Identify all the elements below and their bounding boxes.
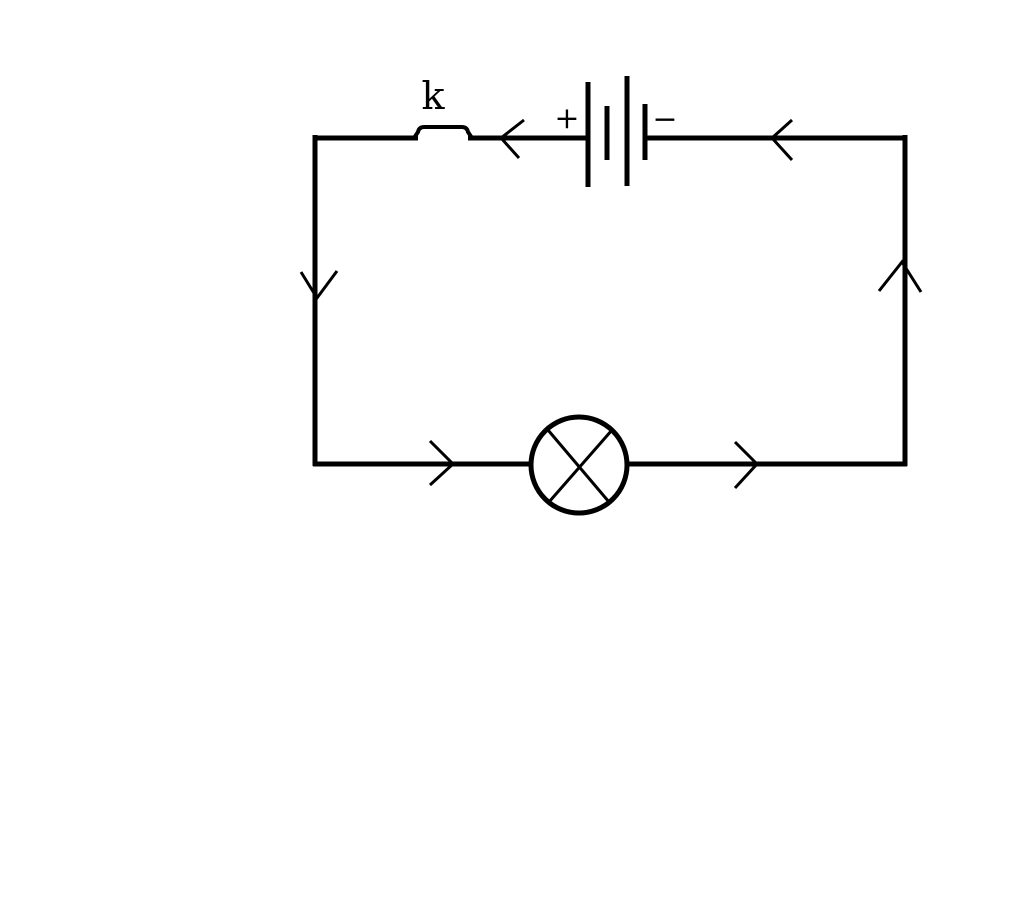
switch-k: k (412, 74, 474, 140)
battery: + − (554, 76, 678, 187)
arrow-left-icon (498, 118, 525, 160)
lamp-cross-line-2 (547, 429, 614, 503)
arrow-up-icon (877, 259, 923, 293)
current-arrows (299, 118, 923, 490)
arrow-left-icon (769, 118, 794, 162)
arrow-right-icon (428, 439, 456, 487)
switch-label: k (421, 74, 445, 118)
wires (312, 135, 908, 467)
lamp-ring (528, 414, 630, 516)
lamp (528, 414, 630, 516)
arrow-right-icon (733, 440, 760, 490)
arrow-down-icon (299, 270, 339, 301)
battery-negative-label: − (652, 102, 677, 137)
switch-contact (412, 125, 474, 140)
lamp-cross-line-1 (546, 429, 611, 503)
battery-positive-label: + (554, 101, 579, 136)
